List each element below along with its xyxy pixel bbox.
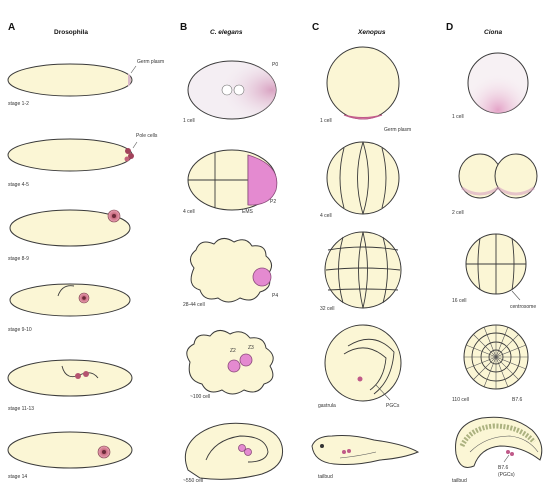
- ce-ems-label: EMS: [242, 209, 254, 215]
- dros-stage5-embryo: stage 11-13: [8, 360, 132, 412]
- xen-1cell-label: 1 cell: [320, 118, 332, 124]
- panel-b-letter: B: [180, 22, 187, 33]
- ce-100cell-embryo: Z2 Z3 ~100 cell: [187, 330, 273, 400]
- panel-a-letter: A: [8, 22, 15, 33]
- dros-stage1-embryo: Germ plasm stage 1-2: [8, 59, 164, 107]
- xen-32cell-label: 32 cell: [320, 306, 334, 312]
- dros-pole-cells-label: Pole cells: [136, 133, 158, 139]
- xen-tailbud-label: tailbud: [318, 474, 333, 480]
- ce-4cell-label: 4 cell: [183, 209, 195, 215]
- ce-p4-label: P4: [272, 293, 278, 299]
- dros-stage2-label: stage 4-5: [8, 182, 29, 188]
- ci-1cell-label: 1 cell: [452, 114, 464, 120]
- panel-a-title: Drosophila: [54, 29, 88, 36]
- ciona-column: 1 cell 2 cell 16 cell centrosome: [452, 53, 542, 484]
- dros-stage1-label: stage 1-2: [8, 101, 29, 107]
- xen-pgcs-label: PGCs: [386, 403, 400, 409]
- xenopus-column: 1 cell Germ plasm 4 cell 32 cell: [312, 47, 418, 480]
- panel-c-letter: C: [312, 22, 319, 33]
- drosophila-column: Germ plasm stage 1-2 Pole cells stage 4-…: [8, 59, 164, 480]
- dros-stage3-label: stage 8-9: [8, 256, 29, 262]
- ce-550cell-label: ~550 cell: [183, 478, 203, 484]
- ci-pgcs-label: (PGCs): [498, 472, 515, 478]
- dros-stage2-embryo: Pole cells stage 4-5: [8, 133, 158, 188]
- xen-32cell-embryo: 32 cell: [320, 232, 401, 312]
- ce-550cell-embryo: ~550 cell: [183, 423, 283, 484]
- panel-b-title: C. elegans: [210, 29, 243, 36]
- ce-z3-label: Z3: [248, 345, 254, 351]
- ce-100cell-label: ~100 cell: [190, 394, 210, 400]
- ci-tailbud-label: tailbud: [452, 478, 467, 484]
- ci-1cell-embryo: 1 cell: [452, 53, 528, 120]
- dros-stage5-label: stage 11-13: [8, 406, 34, 412]
- dros-stage4-embryo: stage 9-10: [8, 284, 130, 333]
- dros-stage6-label: stage 14: [8, 474, 27, 480]
- ci-16cell-embryo: 16 cell centrosome: [452, 234, 536, 310]
- ci-centrosome-label: centrosome: [510, 304, 536, 310]
- ce-1cell-embryo: P0 1 cell: [183, 61, 278, 124]
- ce-4cell-embryo: P2 4 cell EMS: [183, 150, 277, 215]
- ci-2cell-embryo: 2 cell: [452, 154, 537, 216]
- ci-b76-label: B7.6: [512, 397, 523, 403]
- ci-16cell-label: 16 cell: [452, 298, 466, 304]
- ci-tailbud-embryo: B7.6 (PGCs) tailbud: [452, 417, 542, 484]
- panel-c-title: Xenopus: [357, 29, 386, 36]
- dros-stage4-label: stage 9-10: [8, 327, 32, 333]
- ce-1cell-label: 1 cell: [183, 118, 195, 124]
- celegans-column: P0 1 cell P2 4 cell EMS P4 28-44 cell Z2: [183, 61, 283, 484]
- xen-1cell-embryo: 1 cell Germ plasm: [320, 47, 411, 133]
- ce-28cell-label: 28-44 cell: [183, 302, 205, 308]
- xen-gastrula-label: gastrula: [318, 403, 336, 409]
- ci-b76-pgc-label: B7.6: [498, 465, 509, 471]
- dros-stage3-embryo: stage 8-9: [8, 210, 130, 262]
- ce-p2-label: P2: [270, 199, 276, 205]
- ce-28cell-embryo: P4 28-44 cell: [183, 238, 278, 308]
- xen-gastrula-embryo: gastrula PGCs: [318, 325, 401, 409]
- ci-110cell-label: 110 cell: [452, 397, 469, 403]
- ci-2cell-label: 2 cell: [452, 210, 464, 216]
- xen-germ-plasm-label: Germ plasm: [384, 127, 411, 133]
- panel-d-letter: D: [446, 22, 453, 33]
- xen-tailbud-embryo: tailbud: [312, 436, 418, 481]
- panel-d-title: Ciona: [484, 29, 502, 36]
- dros-stage6-embryo: stage 14: [8, 432, 132, 480]
- ci-110cell-cell-walls: [464, 325, 528, 389]
- ci-110cell-embryo: 110 cell B7.6: [452, 325, 528, 403]
- dros-germ-plasm-label: Germ plasm: [137, 59, 164, 65]
- xen-4cell-label: 4 cell: [320, 213, 332, 219]
- ce-z2-label: Z2: [230, 348, 236, 354]
- ce-p0-label: P0: [272, 62, 278, 68]
- xen-4cell-embryo: 4 cell: [320, 142, 399, 219]
